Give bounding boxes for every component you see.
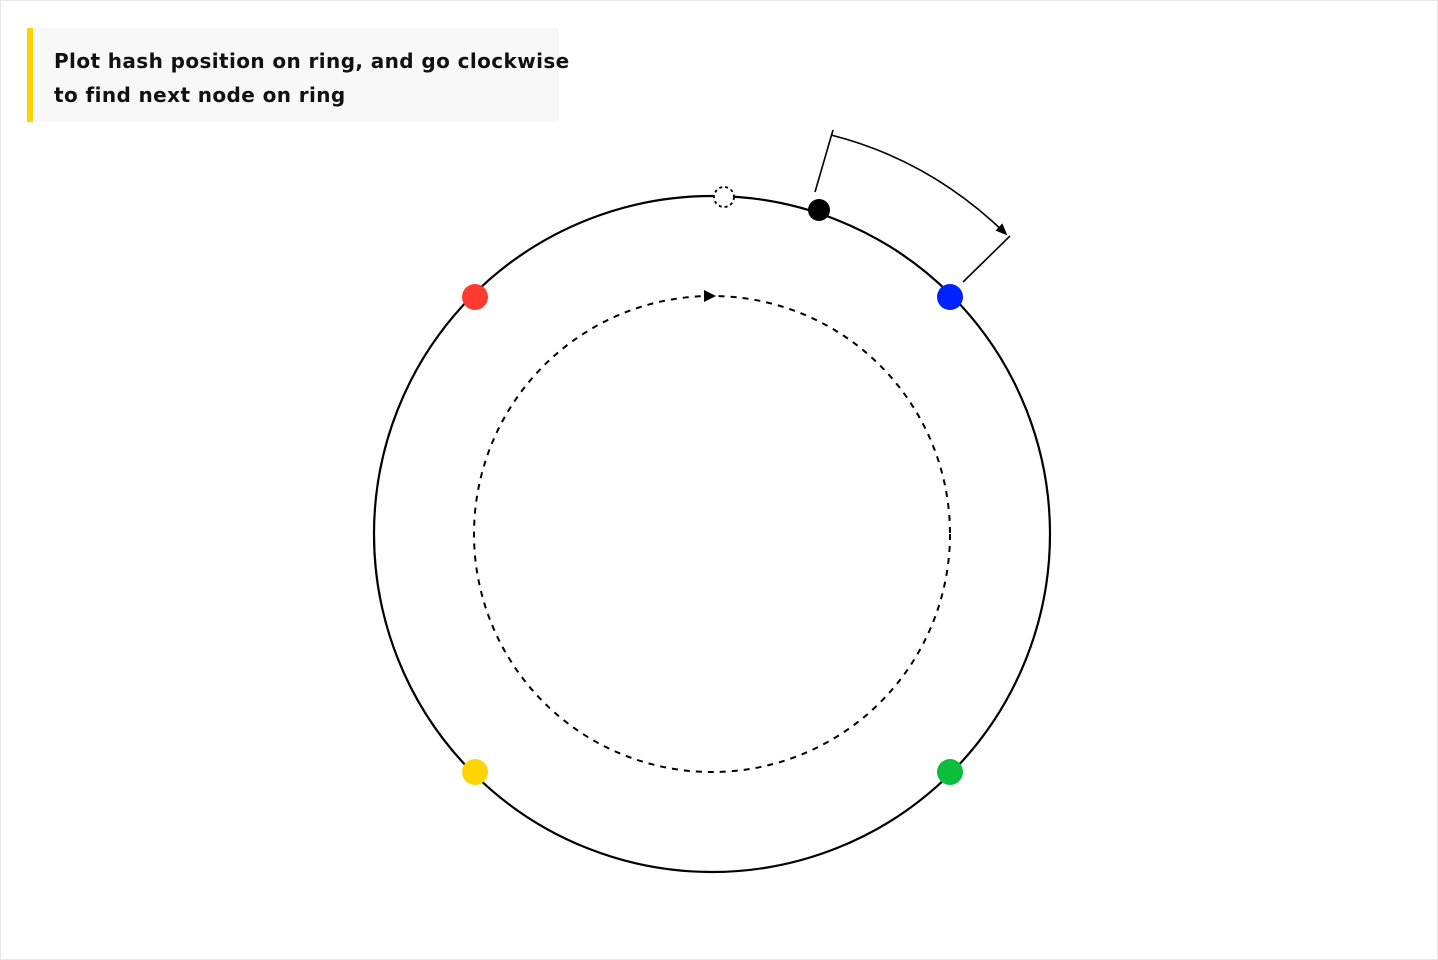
clockwise-distance-bracket xyxy=(814,129,1011,283)
hash-point xyxy=(808,199,830,221)
clockwise-arrowhead xyxy=(704,290,716,302)
empty-hash-slot xyxy=(713,186,735,208)
blue-node xyxy=(937,284,963,310)
green-node xyxy=(937,759,963,785)
red-node xyxy=(462,284,488,310)
annotation-callout: Plot hash position on ring, and go clock… xyxy=(27,28,570,122)
bracket-end-leg xyxy=(962,235,1011,283)
annotation-line-1: Plot hash position on ring, and go clock… xyxy=(54,49,570,73)
yellow-node xyxy=(462,759,488,785)
annotation-text: Plot hash position on ring, and go clock… xyxy=(54,44,570,112)
annotation-line-2: to find next node on ring xyxy=(54,83,346,107)
clockwise-direction-circle xyxy=(473,295,951,773)
hash-ring xyxy=(372,194,1052,874)
bracket-start-leg xyxy=(814,129,834,193)
bracket-arc-arrow xyxy=(830,134,1008,236)
